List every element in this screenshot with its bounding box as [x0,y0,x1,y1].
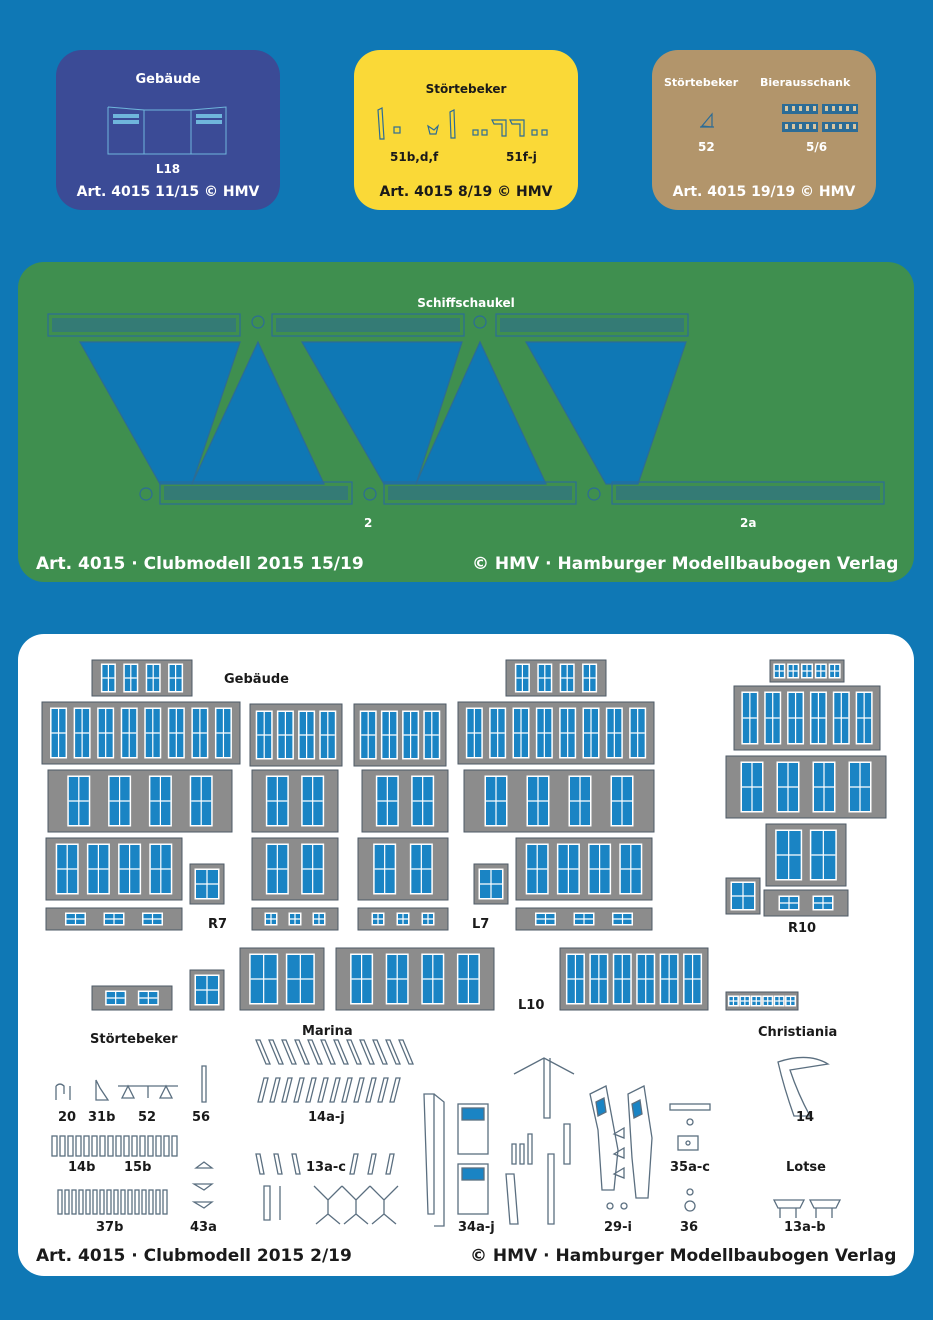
parts-51-etching [377,107,548,140]
part-label-13a-b: 13a-b [784,1220,826,1235]
part-label-l18: L18 [155,162,181,176]
facade-panel [251,837,339,901]
facade-panel [249,703,343,767]
schiffschaukel-title: Schiffschaukel [417,296,515,310]
facade-panel [357,907,449,931]
facade-panel [47,769,233,833]
facade-panel [765,823,847,887]
part-label-14: 14 [796,1110,815,1125]
facade-panel [505,659,607,697]
facade-panel [463,769,655,833]
label-marina: Marina [302,1024,353,1039]
label-r7: R7 [208,917,228,932]
sheet-etching-parts [41,659,887,1227]
facade-panel [473,863,509,905]
parts-52-56-etching [700,104,858,132]
footer-left: Art. 4015 · Clubmodell 2015 2/19 [36,1246,352,1266]
facade-panel [769,659,845,683]
facade-panel [515,837,653,901]
facade-panel [45,907,183,931]
part-label-51fj: 51f-j [506,150,537,164]
part-label-29-i: 29-i [604,1220,632,1235]
facade-panel [515,907,653,931]
part-label-31b: 31b [88,1110,116,1125]
card-footer: Art. 4015 11/15 © HMV [76,184,260,200]
part-label-36: 36 [680,1220,699,1235]
part-label-14b: 14b [68,1160,96,1175]
part-label-37b: 37b [96,1220,124,1235]
label-l7: L7 [472,917,490,932]
label-lotse: Lotse [786,1160,826,1175]
card-footer: Art. 4015 8/19 © HMV [379,184,553,200]
card-title: Gebäude [135,72,201,87]
facade-panel [91,659,193,697]
part-label-13a-c: 13a-c [306,1160,346,1175]
part-label-2: 2 [364,516,373,530]
part-label-15b: 15b [124,1160,152,1175]
facade-panel [725,877,761,915]
facade-panel [725,755,887,819]
label-gebaude: Gebäude [224,672,289,687]
part-label-52: 52 [698,140,715,154]
small-parts [51,1039,842,1227]
facade-panel [353,703,447,767]
facade-panel [357,837,449,901]
facade-panel [361,769,449,833]
card-title: Störtebeker [425,82,507,96]
facade-panel [239,947,325,1011]
part-l18-etching [107,106,227,155]
part-label-56: 56 [192,1110,211,1125]
footer-left: Art. 4015 · Clubmodell 2015 15/19 [36,554,364,574]
facade-panel [41,701,241,765]
facade-panel [725,991,799,1011]
facade-panel [91,985,173,1011]
facade-panel [559,947,709,1011]
facade-panel [189,969,225,1011]
card-stortebeker: Störtebeker 51b,d,f 51f-j Art. 4015 8/19… [354,50,578,210]
facade-panel [189,863,225,905]
card-bierausschank: Störtebeker Bierausschank 52 5/6 Art. 40… [652,50,876,210]
part-label-52: 52 [138,1110,157,1125]
card-title-stortebeker: Störtebeker [664,76,739,89]
label-r10: R10 [788,921,817,936]
facade-panel [45,837,183,901]
part-label-34a-j: 34a-j [458,1220,495,1235]
card-title-bierausschank: Bierausschank [760,76,851,89]
label-christiania: Christiania [758,1025,838,1040]
card-schiffschaukel: Schiffschaukel [18,262,914,582]
facade-panel [251,907,339,931]
facade-panel [763,889,849,917]
facade-panels [41,659,887,1011]
facade-panel [733,685,881,751]
part-label-51bdf: 51b,d,f [390,150,439,164]
part-label-5-6: 5/6 [806,140,828,154]
part-label-35a-c: 35a-c [670,1160,710,1175]
card-footer: Art. 4015 19/19 © HMV [672,184,856,200]
footer-right: © HMV · Hamburger Modellbaubogen Verlag [472,554,899,574]
part-label-43a: 43a [190,1220,217,1235]
part-label-2a: 2a [740,516,757,530]
facade-panel [251,769,339,833]
footer-right: © HMV · Hamburger Modellbaubogen Verlag [470,1246,897,1266]
label-stortebeker: Störtebeker [90,1032,178,1047]
sheet-clubmodell-2-19: Gebäude R7 L7 R10 L10 Störtebeker Marina… [18,634,914,1276]
label-l10: L10 [518,998,545,1013]
part-label-14a-j: 14a-j [308,1110,345,1125]
facade-panel [335,947,495,1011]
part-label-20: 20 [58,1110,77,1125]
card-gebaude-l18: Gebäude L18 Art. 4015 11/15 © HMV [56,50,280,210]
swing-frame-etching [47,313,885,505]
facade-panel [457,701,655,765]
